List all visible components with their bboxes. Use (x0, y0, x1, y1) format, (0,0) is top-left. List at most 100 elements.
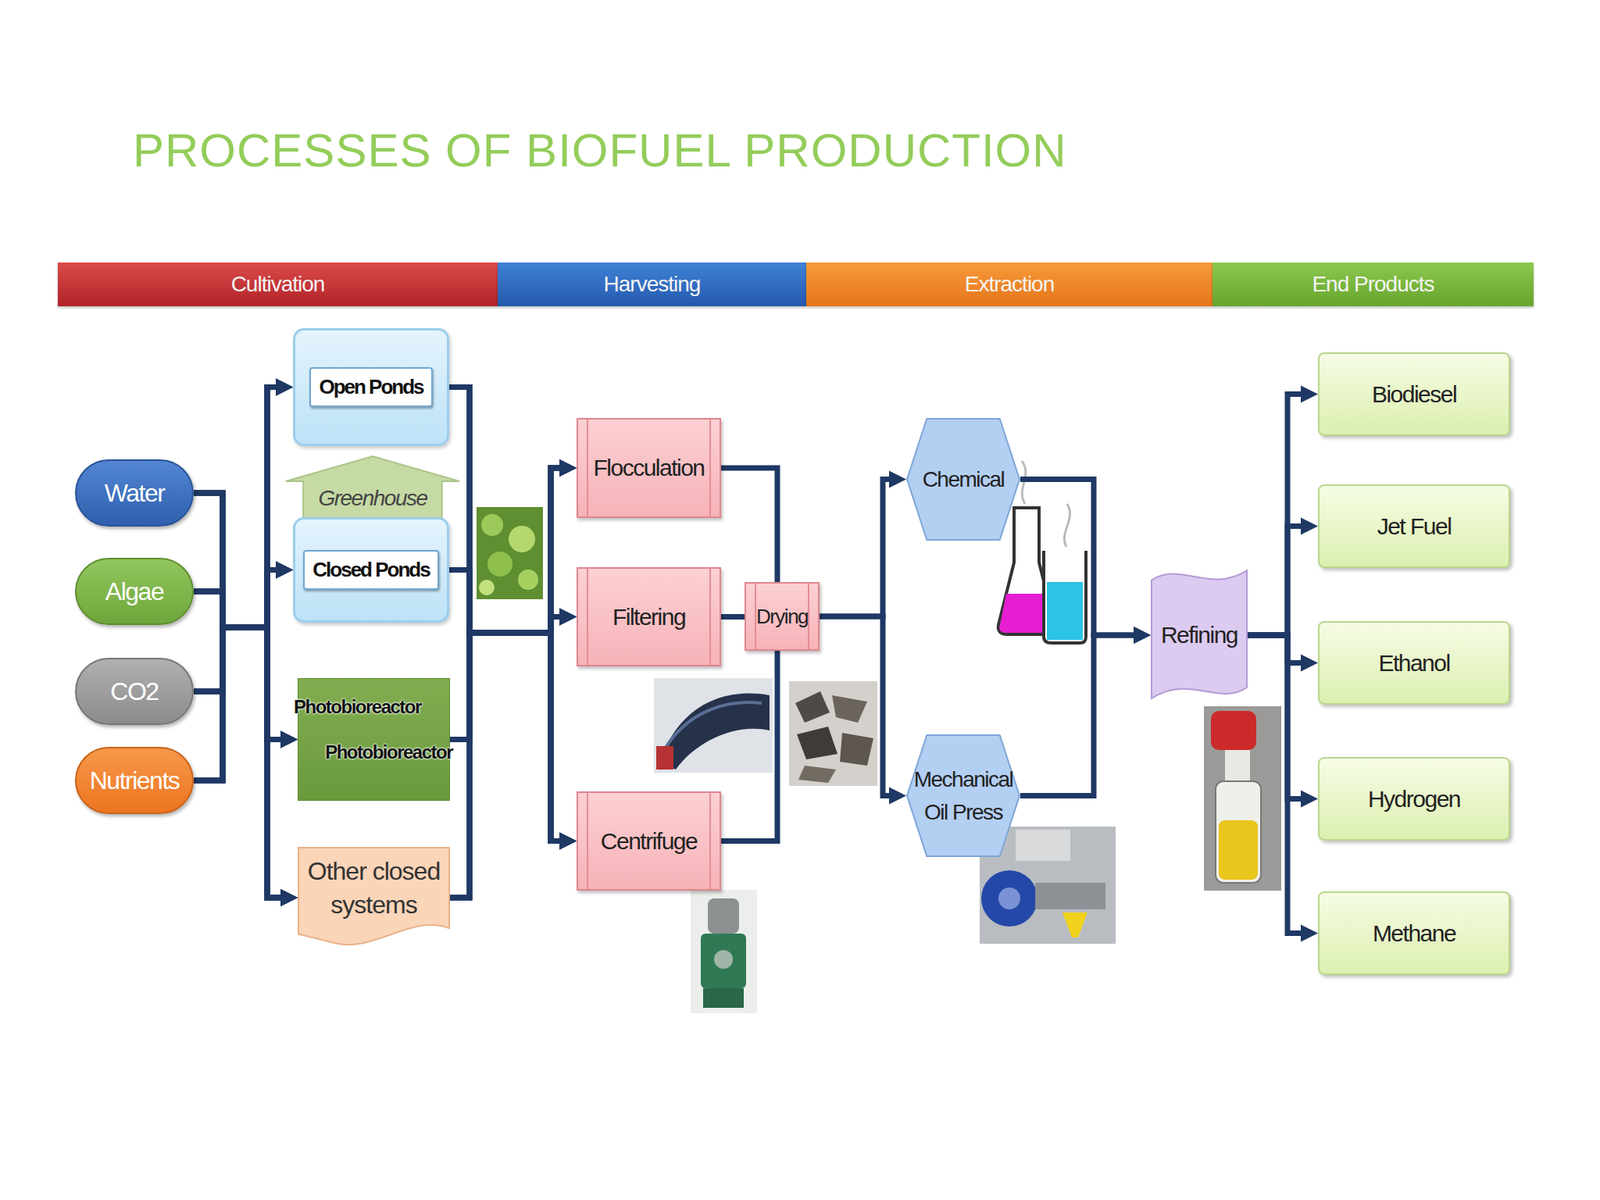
algae-blob (517, 569, 539, 590)
arrow-head (559, 459, 577, 477)
product-box: Ethanol (1317, 621, 1511, 705)
photo-frame (653, 678, 773, 773)
arrow-head (1300, 654, 1318, 672)
connector (450, 632, 577, 898)
arrow-head (559, 832, 577, 850)
connector (819, 471, 907, 618)
connector-line (1020, 479, 1139, 636)
input-pill: CO2 (75, 657, 194, 725)
node-label: Ethanol (1378, 650, 1450, 677)
extraction-hexagon: Chemical (906, 417, 1021, 541)
arrow-head (559, 832, 577, 850)
centrifuge-top (707, 898, 740, 934)
centrifuge-photo (690, 889, 758, 1014)
connector-line (1247, 635, 1306, 934)
connector (721, 467, 778, 583)
glove (1210, 710, 1257, 750)
stage-band: Cultivation (57, 262, 498, 307)
connector-line (449, 570, 565, 842)
node-label: CO2 (110, 677, 158, 707)
outline-path (907, 418, 1020, 540)
node-label: Cultivation (231, 271, 325, 297)
node-label: Filtering (612, 603, 686, 631)
beaker-liquid (1046, 582, 1083, 640)
algae-blob (487, 551, 513, 577)
outline-path (907, 735, 1020, 857)
node-label: Refining (1160, 621, 1238, 649)
arrow-head (280, 731, 298, 749)
stage-band: End Products (1212, 262, 1534, 307)
extraction-hexagon: Mechanical Oil Press (906, 734, 1021, 858)
oil-bottle-photo (1203, 706, 1282, 891)
press-oil (1062, 912, 1088, 938)
node-label: Photobioreactor (325, 741, 453, 764)
press-barrel (1035, 882, 1106, 910)
stage-band: Extraction (806, 262, 1213, 307)
bottle-neck (1225, 750, 1250, 782)
refining-shape: Refining (1150, 566, 1248, 704)
product-box: Hydrogen (1317, 757, 1511, 841)
greenhouse-roof: Greenhouse (285, 456, 460, 519)
connector (193, 492, 293, 628)
arrow-head (559, 832, 577, 850)
connector-line (1247, 394, 1306, 636)
connector (1020, 479, 1151, 645)
node-label: Algae (105, 577, 164, 607)
connector-line (450, 632, 565, 898)
algae-blob (481, 514, 504, 536)
connector-line (819, 616, 894, 797)
connector (193, 627, 298, 749)
algae-flake (796, 726, 838, 760)
connector (1247, 635, 1318, 672)
filter-cloth (660, 693, 770, 770)
filter-highlight (664, 702, 762, 750)
connector (721, 650, 778, 842)
outline-path (298, 847, 450, 945)
algae-flake (795, 691, 830, 723)
connector (1020, 626, 1151, 797)
arrow-head (889, 787, 907, 805)
diagram-title: PROCESSES OF BIOFUEL PRODUCTION (132, 123, 1068, 178)
connector-line (721, 650, 778, 842)
cultivation-box: Open Ponds (292, 328, 450, 447)
connector-line (450, 617, 565, 899)
node-label: Hydrogen (1367, 785, 1461, 813)
bottle-body (1215, 781, 1261, 883)
centrifuge-port (714, 950, 733, 969)
arrow-head (280, 731, 298, 749)
arrow-head (275, 378, 293, 397)
node-label: Biodiesel (1371, 381, 1457, 408)
connector (450, 459, 577, 898)
connector-line (193, 492, 286, 898)
node-label: Centrifuge (600, 828, 697, 855)
arrow-head (280, 731, 298, 749)
connector-line (193, 627, 286, 898)
connector-line (193, 591, 286, 898)
bottle-oil (1218, 820, 1258, 880)
arrow-head (275, 378, 293, 397)
connector (1247, 385, 1318, 636)
cultivation-box: Other closed systems (297, 846, 450, 949)
outline-path (285, 456, 460, 519)
beaker (1043, 550, 1086, 643)
product-box: Biodiesel (1317, 352, 1511, 436)
algae-blob (478, 579, 495, 596)
input-pill: Water (75, 459, 194, 527)
connector (193, 591, 298, 749)
input-pill: Nutrients (75, 746, 194, 815)
input-pill: Algae (75, 557, 194, 625)
node-label: Flocculation (592, 454, 704, 482)
filter-photo (653, 678, 773, 773)
connector (193, 561, 293, 629)
arrow-head (1133, 626, 1151, 644)
connector (450, 608, 577, 899)
algae-flake (832, 695, 868, 723)
harvest-box: Centrifuge (576, 791, 722, 891)
connector-line (1247, 635, 1306, 800)
arrow-head (280, 889, 298, 907)
connector-line (193, 591, 286, 740)
press-hopper (1015, 829, 1071, 861)
connector-line (1247, 526, 1306, 636)
cultivation-box: Closed Ponds (292, 517, 450, 623)
arrow-head (1300, 385, 1318, 404)
